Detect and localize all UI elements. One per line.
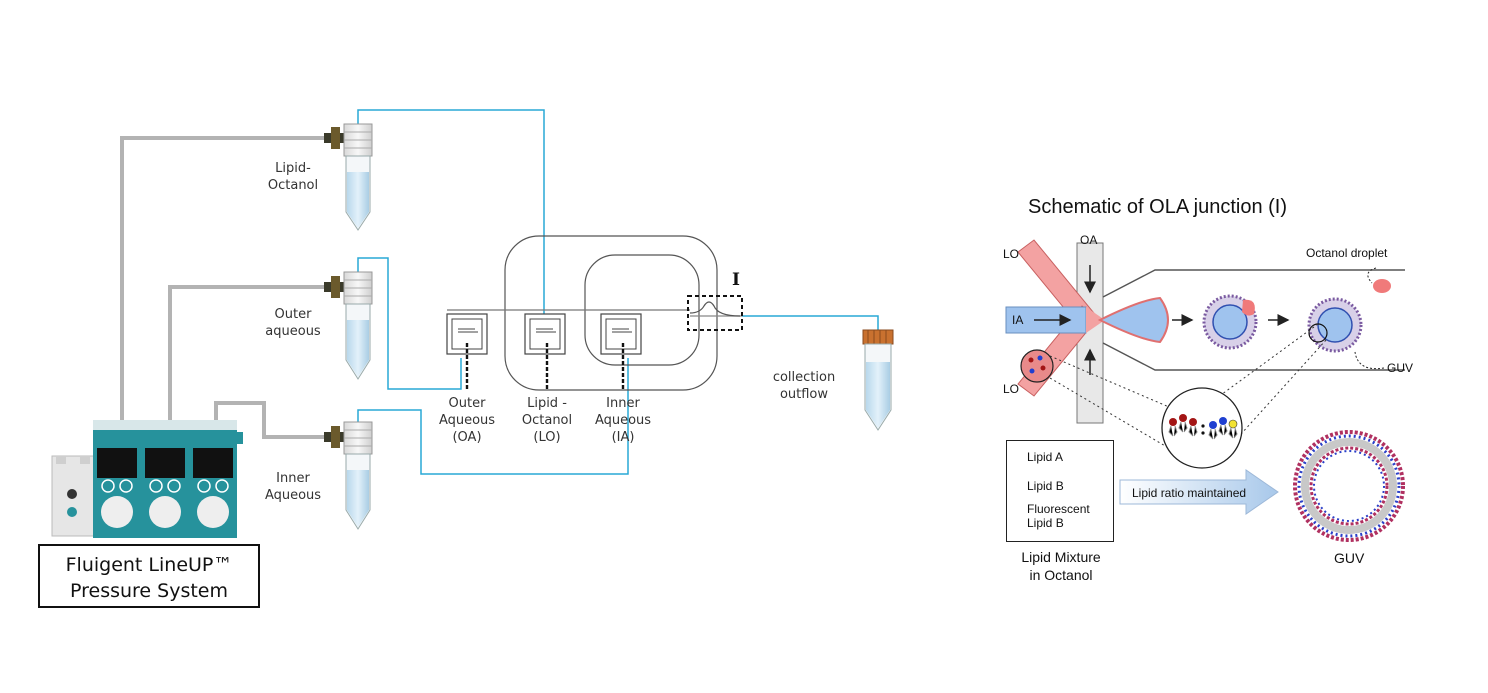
reservoir-label-lipid-octanol: Lipid- Octanol	[254, 160, 332, 194]
label-line: Inner	[606, 396, 640, 411]
reservoir-inner-aqueous	[324, 421, 373, 530]
inlet-label-lo: Lipid - Octanol (LO)	[511, 395, 583, 446]
channel-label-oa: OA	[1080, 233, 1098, 247]
label-line: Outer	[448, 396, 486, 411]
guv-label-large: GUV	[1334, 550, 1365, 566]
legend-item-lipid-a: Lipid A	[1027, 450, 1063, 464]
reservoir-lipid-octanol	[324, 123, 373, 231]
label-line: Inner	[276, 471, 310, 486]
channel-label-ia: IA	[1012, 313, 1024, 327]
label-line: Octanol	[521, 413, 573, 428]
legend-caption: Lipid Mixture in Octanol	[1008, 548, 1114, 584]
label-line: (OA)	[452, 430, 482, 445]
label-line: Fluigent LineUP™	[65, 554, 233, 576]
reservoir-label-inner-aqueous: Inner Aqueous	[252, 470, 334, 504]
legend-text: Lipid B	[1027, 516, 1064, 530]
legend-item-lipid-b: Lipid B	[1027, 479, 1064, 493]
legend-text: Fluorescent	[1027, 502, 1090, 516]
label-line: aqueous	[265, 324, 321, 339]
label-line: collection	[772, 370, 836, 385]
pressure-system-label-box: Fluigent LineUP™ Pressure System	[38, 544, 260, 608]
ola-schematic-title: Schematic of OLA junction (I)	[1028, 196, 1288, 218]
lipid-ratio-arrow-label: Lipid ratio maintained	[1132, 486, 1247, 500]
label-line: Pressure System	[69, 580, 229, 602]
guv-label-small: GUV	[1387, 361, 1414, 375]
label-line: Aqueous	[438, 413, 496, 428]
reservoir-label-outer-aqueous: Outer aqueous	[252, 306, 334, 340]
label-line: Aqueous	[594, 413, 652, 428]
lipid-legend-box: Lipid A Lipid B Fluorescent Lipid B	[1006, 440, 1114, 542]
pressure-tubing	[120, 136, 330, 439]
channel-label-lo-bottom: LO	[1003, 382, 1020, 396]
chip-inlet-lo	[524, 313, 566, 390]
pressure-pump-units	[51, 420, 243, 538]
caption-line: in Octanol	[1029, 567, 1093, 583]
inlet-label-ia: Inner Aqueous (IA)	[587, 395, 659, 446]
inlet-label-oa: Outer Aqueous (OA)	[431, 395, 503, 446]
label-line: outflow	[779, 387, 829, 402]
caption-line: Lipid Mixture	[1021, 549, 1101, 565]
label-line: Lipid-	[275, 161, 311, 176]
microfluidic-chip	[447, 235, 743, 391]
legend-item-fluorescent-lipid-b: Fluorescent Lipid B	[1027, 502, 1090, 530]
channel-label-lo-top: LO	[1003, 247, 1020, 261]
collection-tube	[862, 329, 894, 431]
collection-outflow-label: collection outflow	[760, 369, 848, 403]
label-line: Outer	[274, 307, 312, 322]
label-line: (LO)	[533, 430, 561, 445]
octanol-droplet-label: Octanol droplet	[1306, 246, 1388, 260]
label-line: (IA)	[611, 430, 635, 445]
label-line: Lipid -	[527, 396, 567, 411]
fluid-tubing	[357, 109, 879, 475]
legend-text: Lipid B	[1027, 479, 1064, 493]
chip-inlet-ia	[600, 313, 642, 390]
reservoir-outer-aqueous	[324, 271, 373, 380]
ola-junction-schematic	[1005, 239, 1405, 542]
junction-marker: I	[732, 270, 740, 290]
label-line: Octanol	[267, 178, 319, 193]
label-line: Aqueous	[264, 488, 322, 503]
legend-text: Lipid A	[1027, 450, 1064, 464]
chip-inlet-oa	[446, 313, 488, 390]
